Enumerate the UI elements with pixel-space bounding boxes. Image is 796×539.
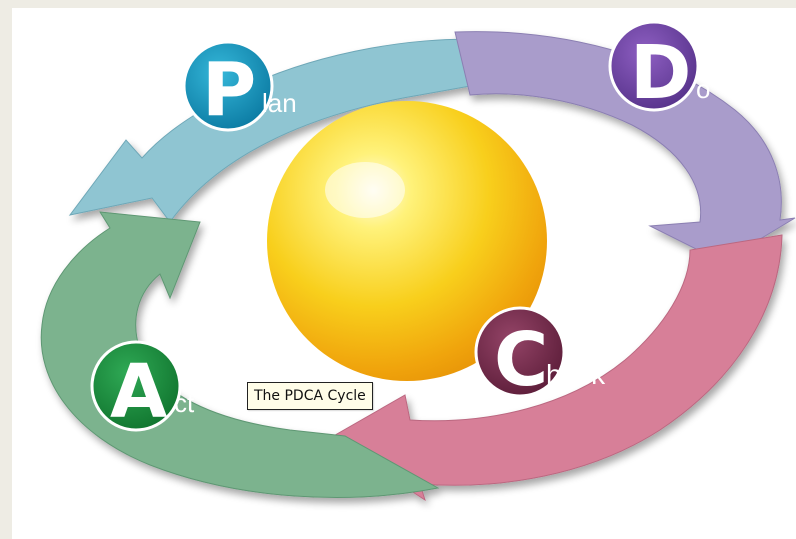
check-rest: heck [546,359,606,390]
act-badge: A ct [90,340,195,435]
plan-letter: P [202,47,256,133]
do-letter: D [630,30,691,116]
act-rest: ct [174,388,195,418]
plan-rest: lan [262,88,297,118]
do-rest: o [696,74,710,104]
check-badge: C heck [474,306,606,403]
plan-arrow [68,38,516,223]
do-badge: D o [608,20,710,116]
act-letter: A [110,349,167,435]
check-letter: C [494,317,548,403]
sphere-highlight [325,162,405,218]
tooltip: The PDCA Cycle [247,382,373,410]
plan-badge: P lan [182,40,297,133]
check-arrow [329,234,783,502]
